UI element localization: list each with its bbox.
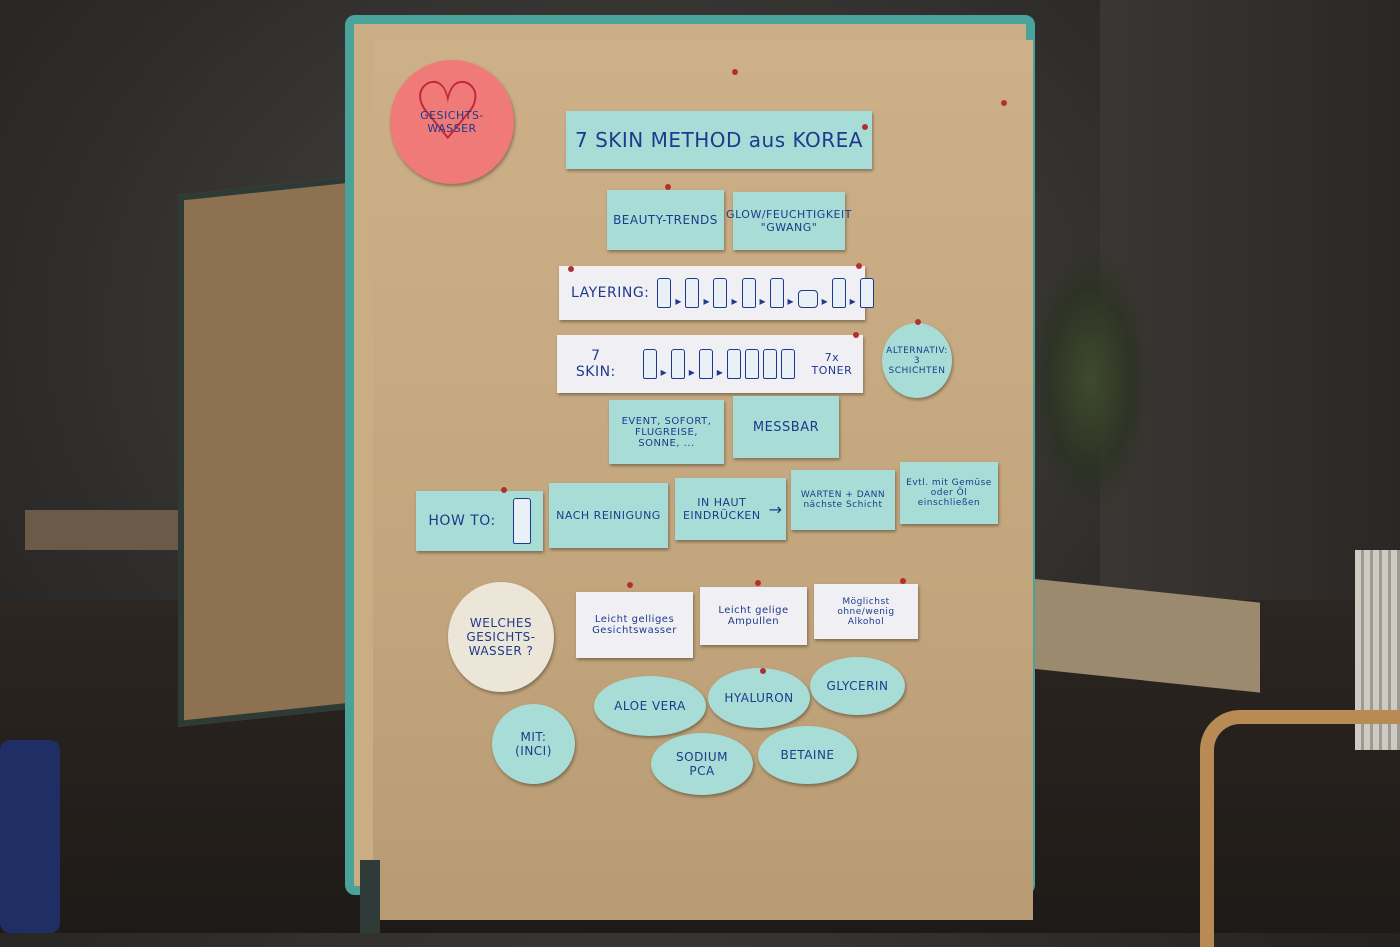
bottle-icon [744,349,759,379]
seven-skin-bottles: ▸ ▸ ▸ [642,349,795,379]
bottle-icon [831,278,846,308]
alternative-label: ALTERNATIV: 3 SCHICHTEN [886,345,948,376]
pin [915,319,921,325]
how-to-step-1: NACH REINIGUNG [549,483,668,548]
how-to-step-3: WARTEN + DANN nächste Schicht [791,470,895,530]
bottle-icon [726,349,741,379]
pin [1001,100,1007,106]
question-label: WELCHES GESICHTS-WASSER ? [466,616,536,658]
how-to-label: HOW TO: [428,513,496,529]
pin [501,487,507,493]
bottle-icon [859,278,874,308]
event-label: EVENT, SOFORT, FLUGREISE, SONNE, ... [621,415,712,449]
ingredient-label: GLYCERIN [826,679,889,693]
how-to-step-4: Evtl. mit Gemüse oder Öl einschließen [900,462,998,524]
criteria-card-3: Möglichst ohne/wenig Alkohol [814,584,918,639]
plant [1030,250,1150,510]
topic-label-1: BEAUTY-TRENDS [613,213,718,227]
criteria-card-1: Leicht gelliges Gesichtswasser [576,592,693,658]
layering-bottles: ▸ ▸ ▸ ▸ ▸ ▸ ▸ [657,278,874,308]
ingredient-label: SODIUM PCA [676,750,728,778]
heart-label: GESICHTS-WASSER [420,109,484,135]
with-label: MIT: (INCI) [515,730,552,758]
criteria-label: Leicht gelige Ampullen [718,605,789,627]
event-card: EVENT, SOFORT, FLUGREISE, SONNE, ... [609,400,724,464]
bottle-icon [657,278,672,308]
bottle-icon [698,349,713,379]
bottle-icon [685,278,700,308]
bottle-icon [642,349,657,379]
chair-left [0,740,60,933]
criteria-label: Möglichst ohne/wenig Alkohol [837,596,895,627]
how-to-card: HOW TO: [416,491,543,551]
chair-right [1200,710,1400,947]
pin [568,266,574,272]
pin [665,184,671,190]
bottle-icon [670,349,685,379]
seven-skin-label: 7 SKIN: [575,348,616,380]
criteria-card-2: Leicht gelige Ampullen [700,587,807,645]
how-to-step-2: IN HAUT EINDRÜCKEN → [675,478,786,540]
measurable-card: MESSBAR [733,396,839,458]
layering-card: LAYERING: ▸ ▸ ▸ ▸ ▸ ▸ ▸ [559,266,874,320]
ingredient-label: ALOE VERA [614,699,686,713]
criteria-label: Leicht gelliges Gesichtswasser [592,614,677,636]
ingredient-oval: BETAINE [758,726,857,784]
topic-card-2: GLOW/FEUCHTIGKEIT "GWANG" [726,192,851,250]
how-to-step-label: IN HAUT EINDRÜCKEN [682,496,761,522]
board-stand [360,860,380,933]
jar-icon [797,290,818,308]
bottle-icon [780,349,795,379]
pin [755,580,761,586]
board-title-card: 7 SKIN METHOD aus KOREA [566,111,872,169]
ingredient-oval: GLYCERIN [810,657,905,715]
pin [627,582,633,588]
pin [862,124,868,130]
background-table [25,510,185,550]
pin [732,69,738,75]
ingredient-label: BETAINE [780,748,835,762]
pin [853,332,859,338]
seven-skin-card: 7 SKIN: ▸ ▸ ▸ 7x TONER [557,335,863,393]
bottle-icon [512,498,531,544]
alternative-circle-card: ALTERNATIV: 3 SCHICHTEN [882,323,952,398]
heart-icon: ♡ [412,65,484,158]
topic-label-2: GLOW/FEUCHTIGKEIT "GWANG" [726,208,852,234]
question-circle-card: WELCHES GESICHTS-WASSER ? [448,582,554,692]
layering-label: LAYERING: [571,285,650,301]
bottle-icon [762,349,777,379]
heart-circle-card: ♡ GESICHTS-WASSER [390,60,514,184]
pin [856,263,862,269]
seven-skin-suffix: 7x TONER [811,351,853,377]
topic-card-1: BEAUTY-TRENDS [607,190,724,250]
ingredient-label: HYALURON [724,691,794,705]
how-to-step-label: Evtl. mit Gemüse oder Öl einschließen [906,478,992,508]
ingredient-oval: ALOE VERA [594,676,706,736]
bottle-icon [769,278,784,308]
ingredient-oval: SODIUM PCA [651,733,753,795]
bottle-icon [713,278,728,308]
pin [900,578,906,584]
measurable-label: MESSBAR [752,419,820,435]
background-board [178,175,365,727]
bottle-icon [741,278,756,308]
pin [760,668,766,674]
ingredient-oval: HYALURON [708,668,810,728]
board-title: 7 SKIN METHOD aus KOREA [575,128,863,152]
how-to-step-label: WARTEN + DANN nächste Schicht [800,490,886,510]
with-circle-card: MIT: (INCI) [492,704,575,784]
how-to-step-label: NACH REINIGUNG [556,509,661,522]
arrow-right-icon: → [768,499,782,519]
